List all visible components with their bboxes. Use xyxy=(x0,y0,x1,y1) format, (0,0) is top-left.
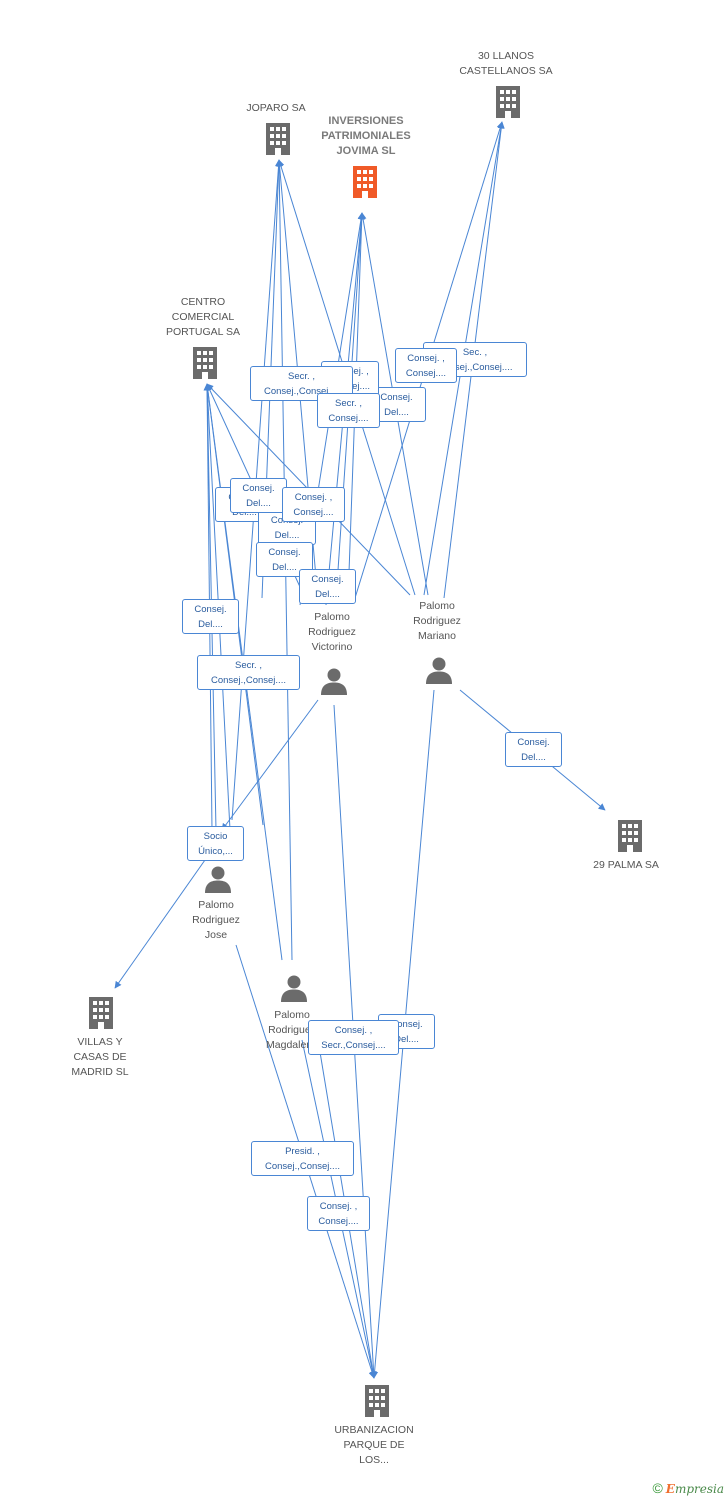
edge-label[interactable]: Consej.Del.... xyxy=(505,732,562,767)
edge-label[interactable]: Consej.Del.... xyxy=(299,569,356,604)
company-label-joparo[interactable]: JOPARO SA xyxy=(246,102,306,114)
edge-label[interactable]: Consej. ,Consej.... xyxy=(282,487,345,522)
person-icon[interactable] xyxy=(279,973,309,1003)
edge-label[interactable]: Presid. ,Consej.,Consej.... xyxy=(251,1141,354,1176)
building-icon[interactable] xyxy=(190,345,220,381)
person-icon[interactable] xyxy=(203,864,233,894)
edge-label[interactable]: Consej. ,Consej.... xyxy=(307,1196,370,1231)
building-icon[interactable] xyxy=(350,164,380,200)
edge-line xyxy=(114,859,206,989)
building-icon[interactable] xyxy=(86,995,116,1031)
building-icon[interactable] xyxy=(493,84,523,120)
person-icon[interactable] xyxy=(424,655,454,685)
building-icon[interactable] xyxy=(263,121,293,157)
building-icon[interactable] xyxy=(362,1383,392,1419)
company-label-29-palma[interactable]: 29 PALMA SA xyxy=(593,859,659,871)
person-icon[interactable] xyxy=(319,666,349,696)
edge-label[interactable]: Consej. ,Consej.... xyxy=(395,348,457,383)
edge-line xyxy=(221,699,319,831)
edge-label[interactable]: Consej.Del.... xyxy=(182,599,239,634)
empresia-brand[interactable]: ©Empresia xyxy=(652,1480,724,1496)
edge-label[interactable]: Consej. ,Secr.,Consej.... xyxy=(308,1020,399,1055)
edge-label[interactable]: Secr. ,Consej.,Consej.... xyxy=(197,655,300,690)
edge-label[interactable]: Consej.Del.... xyxy=(230,478,287,513)
building-icon[interactable] xyxy=(615,818,645,854)
edge-label[interactable]: Secr. ,Consej.... xyxy=(317,393,380,428)
